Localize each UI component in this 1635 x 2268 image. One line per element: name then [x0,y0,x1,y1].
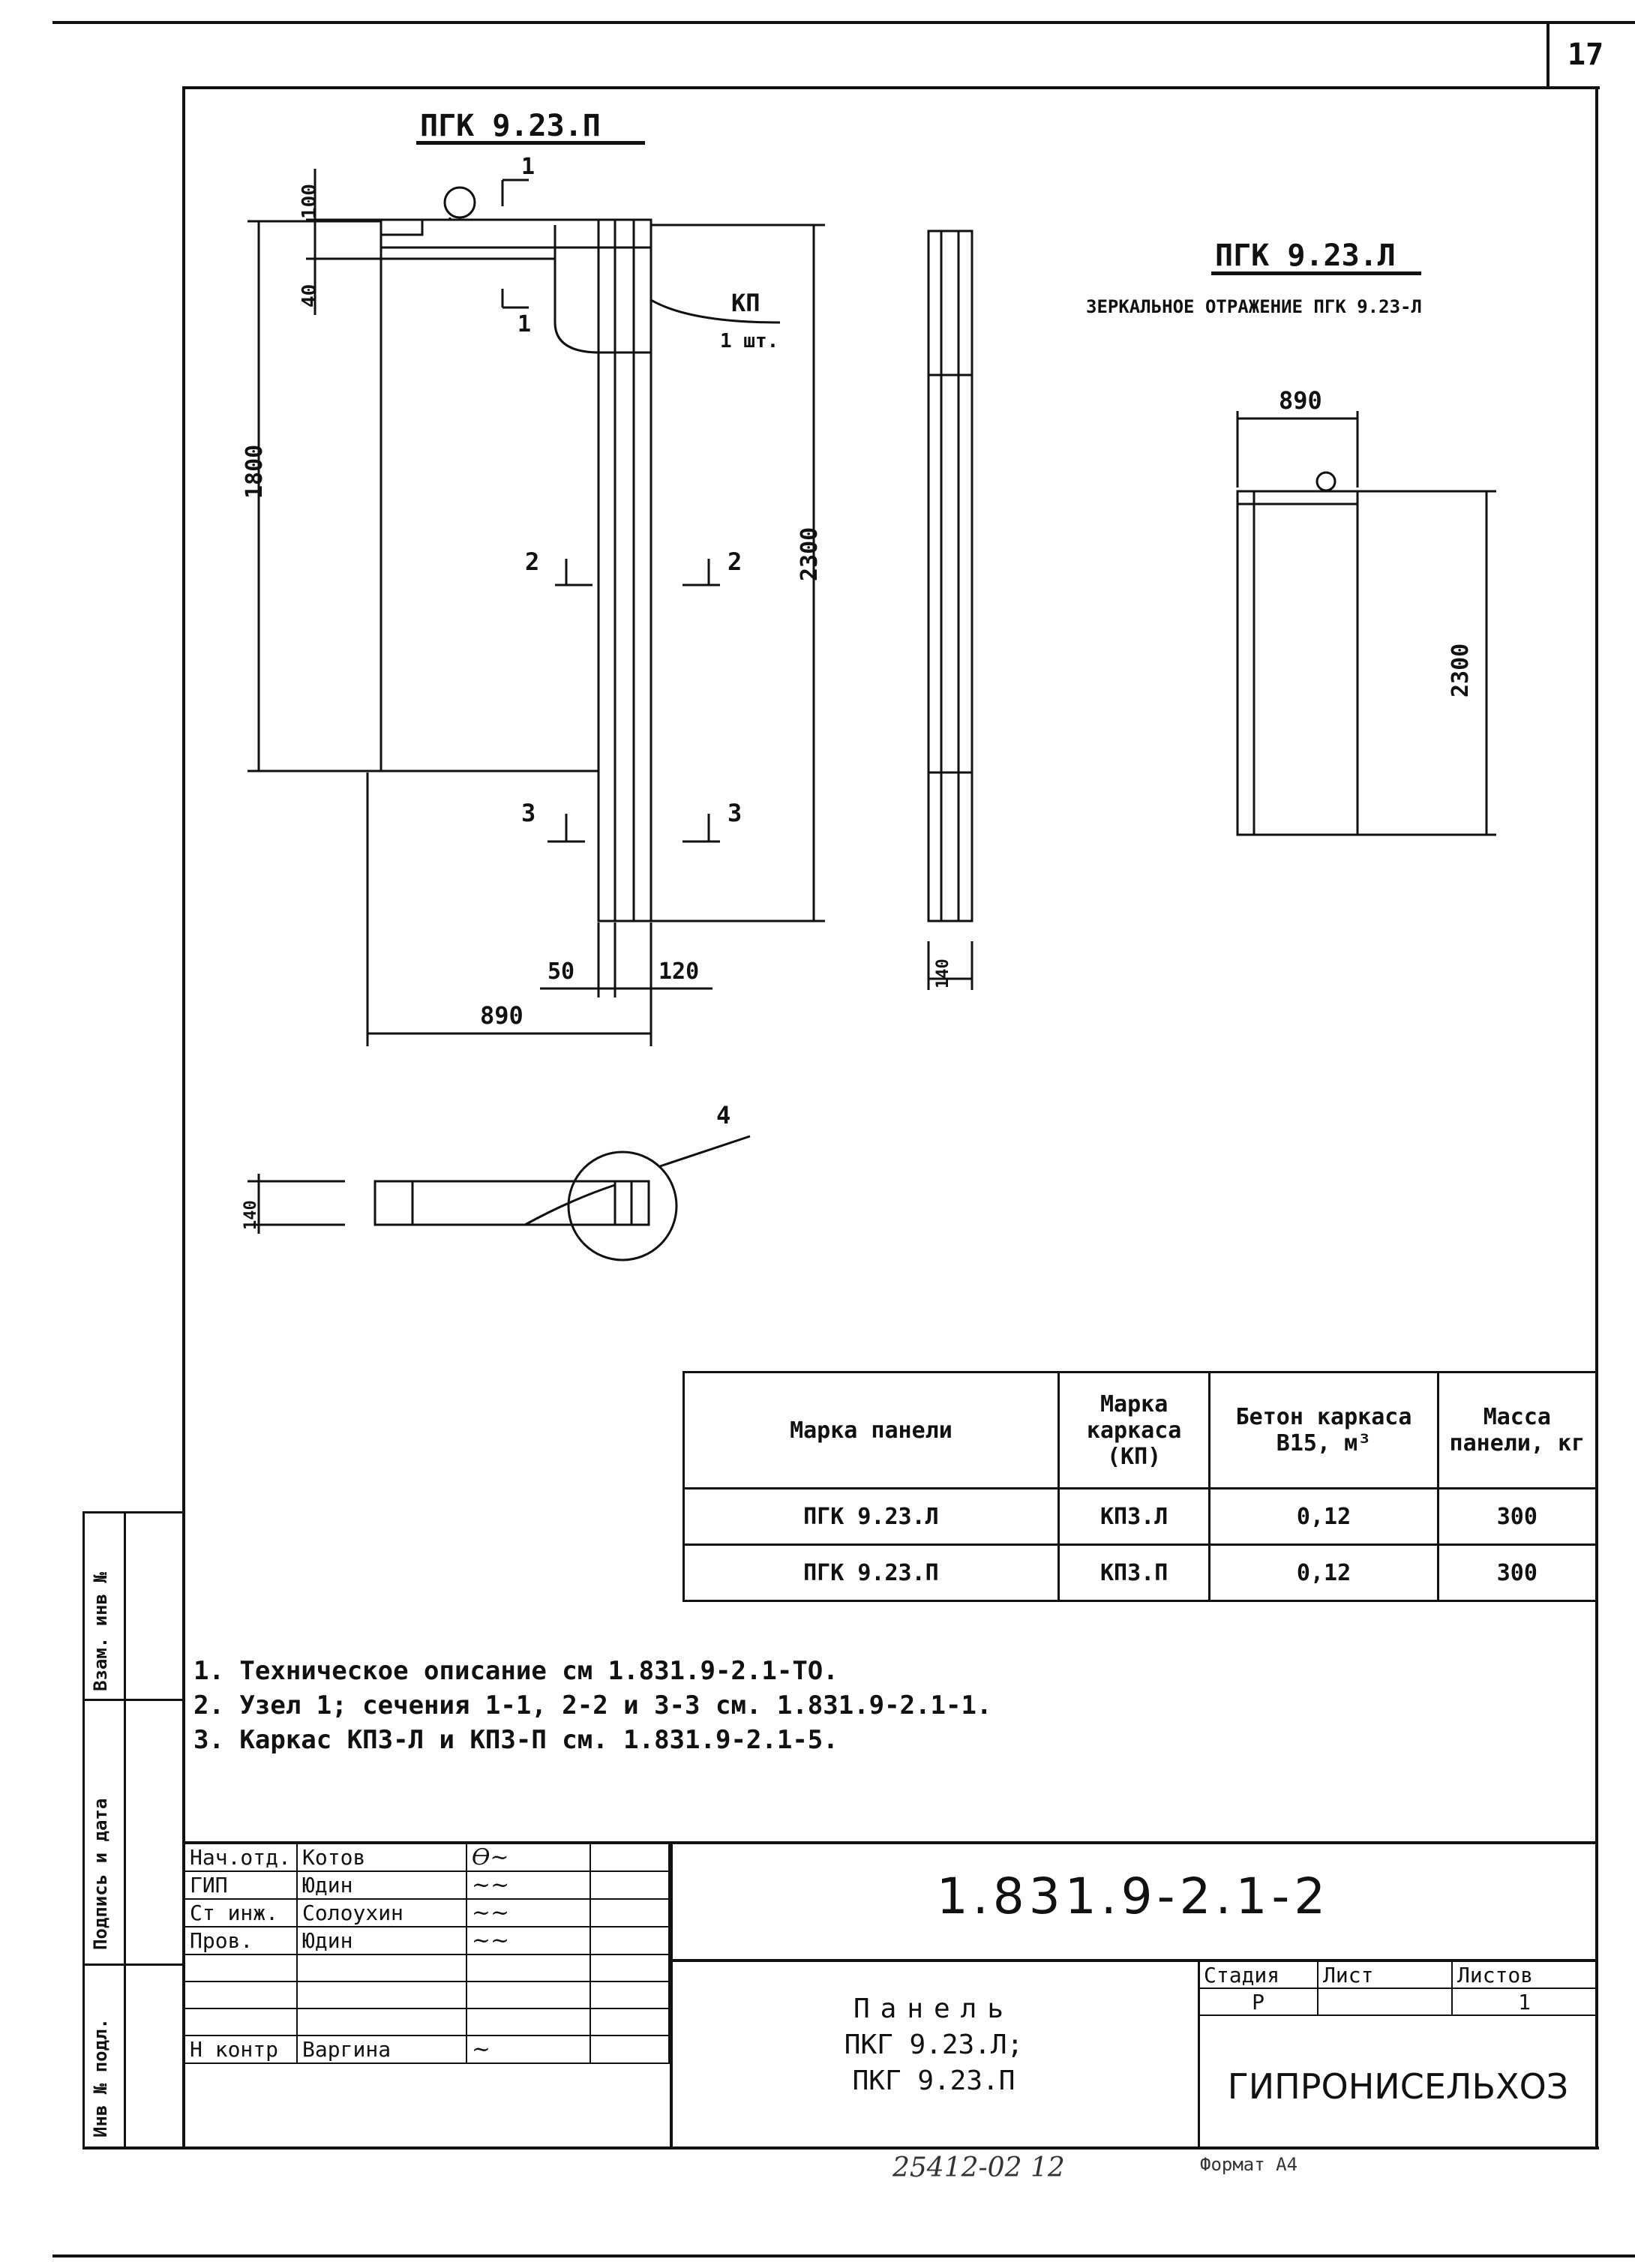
stamp-roles-table: Нач.отд. Котов Ѳ~ ГИП Юдин ~~ Ст инж. Со… [183,1843,670,2064]
signature: ~~ [471,1900,510,1926]
notes: 1. Техническое описание см 1.831.9-2.1-Т… [194,1654,992,1757]
stamp-sheets-value: 1 [1451,1988,1598,2016]
node-4-label: 4 [716,1101,731,1130]
title-left-panel: ПГК 9.23.Л [1215,238,1396,273]
signature: Ѳ~ [471,1844,509,1870]
section-1-bottom-label: 1 [518,311,532,338]
dim-140-side-label: 140 [934,958,952,988]
note-2: 2. Узел 1; сечения 1-1, 2-2 и 3-3 см. 1.… [194,1690,992,1720]
stamp-item-title: Панель ПКГ 9.23.Л; ПКГ 9.23.П [844,1994,1024,2096]
stamp-row: Ст инж. Солоухин ~~ [183,1898,670,1928]
table-row: ПГК 9.23.Л КП3.Л 0,12 300 [682,1487,1598,1546]
kp-count-label: 1 шт. [720,330,779,352]
section-1-top-label: 1 [521,154,536,180]
mirror-note: ЗЕРКАЛЬНОЕ ОТРАЖЕНИЕ ПГК 9.23-Л [1086,296,1422,317]
col-header-mass: Масса панели, кг [1436,1371,1598,1490]
frame-bottom-outer [52,2254,1635,2258]
dim-100-label: 100 [298,184,321,219]
stamp-designation: 1.831.9-2.1-2 [936,1868,1330,1925]
inventory-number: 25412-02 12 [892,2152,1065,2183]
title-right-panel: ПГК 9.23.П [420,109,601,143]
stamp-row [183,1981,670,2009]
stamp-row [183,1954,670,1982]
lifting-loop-main [443,186,476,219]
side-strip-mid [124,1511,126,2149]
stamp-sheet-label: Лист [1317,1960,1453,1989]
panel-body-main [380,218,600,772]
dim-50-label: 50 [548,958,575,985]
stamp-top [184,1841,1598,1844]
stamp-divider-designation [670,1959,1598,1962]
stamp-stage-table: Стадия Лист Листов Р 1 [1198,1960,1598,2016]
note-1: 1. Техническое описание см 1.831.9-2.1-Т… [194,1656,838,1686]
stamp-row: Пров. Юдин ~~ [183,1926,670,1955]
stamp-sheets-label: Листов [1451,1960,1598,1989]
section-3-left-label: 3 [521,799,536,827]
dim-40-label: 40 [298,284,321,308]
side-strip-left [82,1511,85,2149]
stamp-stage-label: Стадия [1198,1960,1318,1989]
signature: ~~ [471,1872,510,1898]
section-3-right-label: 3 [728,799,742,827]
note-3: 3. Каркас КП3-Л и КП3-П см. 1.831.9-2.1-… [194,1725,838,1755]
panel-drawing [248,141,1496,1262]
side-strip-replace-inv: Взам. инв № [90,1572,111,1691]
dim-1800-label: 1800 [242,444,268,499]
frame-bottom [82,2146,1599,2150]
table-header-row: Марка панели Марка каркаса (КП) Бетон ка… [682,1371,1598,1490]
dim-120-label: 120 [658,958,700,985]
dim-2300-label: 2300 [796,526,823,581]
lifting-loop-mirror [1316,471,1336,492]
col-header-panel-mark: Марка панели [682,1371,1060,1490]
signature: ~~ [471,1928,510,1954]
frame-top-outer [52,21,1635,24]
node-4-circle [567,1150,678,1262]
side-strip-original-inv: Инв № подл. [90,2018,111,2138]
dim-140-plan-label: 140 [242,1200,260,1230]
stamp-row: ГИП Юдин ~~ [183,1870,670,1900]
page-number: 17 [1568,38,1604,72]
kp-label: КП [731,289,760,317]
dim-890-mirror-label: 890 [1279,386,1322,415]
page-number-box-left [1546,22,1550,88]
col-header-concrete: Бетон каркаса В15, м³ [1208,1371,1439,1490]
panel-body-mirror [1236,490,1359,836]
side-strip-signature-date: Подпись и дата [90,1798,111,1950]
signature: ~ [471,2036,490,2062]
frame-top [182,86,1600,89]
stamp-row: Н контр Варгина ~ [183,2035,670,2064]
format-label: Формат А4 [1200,2154,1298,2175]
stamp-org-left [1198,1960,1200,2148]
stamp-row: Нач.отд. Котов Ѳ~ [183,1843,670,1872]
panel-edge-rib [597,218,652,922]
stamp-organization: ГИПРОНИСЕЛЬХОЗ [1227,2066,1569,2107]
panel-spec-table: Марка панели Марка каркаса (КП) Бетон ка… [682,1371,1598,1602]
frame-left [182,86,185,2149]
stamp-row [183,2008,670,2036]
panel-plan-view [374,1180,650,1226]
dim-890-label: 890 [480,1001,524,1030]
dim-2300-mirror-label: 2300 [1448,643,1474,698]
table-row: ПГК 9.23.П КП3.П 0,12 300 [682,1544,1598,1602]
panel-side-view [927,230,974,922]
section-2-left-label: 2 [525,548,540,576]
section-2-right-label: 2 [728,548,742,576]
stamp-divider-vertical [670,1843,673,2149]
stamp-stage-value: Р [1198,1988,1318,2016]
col-header-frame-mark: Марка каркаса (КП) [1057,1371,1211,1490]
frame-right [1595,86,1598,2149]
